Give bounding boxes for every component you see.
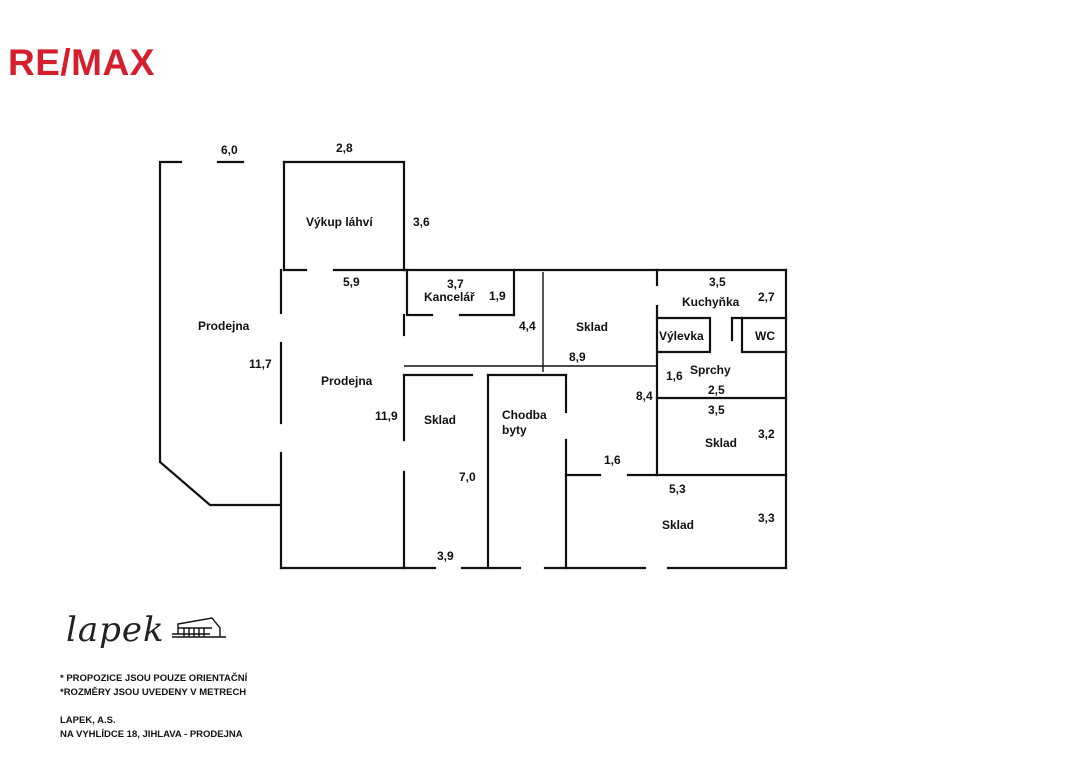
dimension-label: 8,4 — [636, 389, 653, 403]
room-label-kancelar: Kancelář — [424, 290, 475, 304]
dimension-label: 1,6 — [666, 369, 683, 383]
note-line: * PROPOZICE JSOU POUZE ORIENTAČNÍ — [60, 673, 248, 684]
dimension-label: 3,7 — [447, 277, 464, 291]
dimension-label: 6,0 — [221, 143, 238, 157]
room-label-sklad-3: Sklad — [424, 413, 456, 427]
room-label-prodejna-2: Prodejna — [321, 374, 373, 388]
dimension-label: 7,0 — [459, 470, 476, 484]
room-label-prodejna-1: Prodejna — [198, 319, 250, 333]
room-label-chodba: Chodba — [502, 408, 547, 422]
company-address: LAPEK, A.S. NA VYHLÍDCE 18, JIHLAVA - PR… — [60, 714, 243, 742]
dimension-label: 3,9 — [437, 549, 454, 563]
dimension-label: 3,5 — [708, 403, 725, 417]
dimension-label: 5,9 — [343, 275, 360, 289]
dimension-label: 5,3 — [669, 482, 686, 496]
room-label-vylevka: Výlevka — [659, 329, 704, 343]
dimension-label: 3,3 — [758, 511, 775, 525]
address-line: LAPEK, A.S. — [60, 715, 116, 726]
room-label-byty: byty — [502, 423, 527, 437]
room-label-sklad-4: Sklad — [662, 518, 694, 532]
room-label-kuchynka: Kuchyňka — [682, 295, 740, 309]
dimension-label: 1,9 — [489, 289, 506, 303]
room-label-wc: WC — [755, 329, 775, 343]
dimension-label: 1,6 — [604, 453, 621, 467]
remax-logo: RE/MAX — [8, 42, 155, 83]
note-line: *ROZMĚRY JSOU UVEDENY V METRECH — [60, 687, 247, 698]
dimension-label: 3,6 — [413, 215, 430, 229]
walls — [158, 160, 788, 570]
dimension-label: 3,2 — [758, 427, 775, 441]
dimension-label: 3,5 — [709, 275, 726, 289]
dimension-label: 2,8 — [336, 141, 353, 155]
room-label-sklad-2: Sklad — [705, 436, 737, 450]
lapek-building-icon — [172, 617, 226, 638]
dimension-label: 4,4 — [519, 319, 536, 333]
address-line: NA VYHLÍDCE 18, JIHLAVA - PRODEJNA — [60, 729, 243, 740]
dimension-label: 11,7 — [249, 357, 272, 371]
dimension-label: 2,7 — [758, 290, 775, 304]
dimension-label: 11,9 — [375, 409, 398, 423]
dimension-label: 2,5 — [708, 383, 725, 397]
disclaimer-notes: * PROPOZICE JSOU POUZE ORIENTAČNÍ *ROZMĚ… — [60, 672, 247, 700]
lapek-logo: lapek — [66, 610, 165, 650]
room-label-vykup: Výkup láhví — [306, 215, 373, 229]
room-label-sprchy: Sprchy — [690, 363, 731, 377]
room-label-sklad-1: Sklad — [576, 320, 608, 334]
dimension-label: 8,9 — [569, 350, 586, 364]
